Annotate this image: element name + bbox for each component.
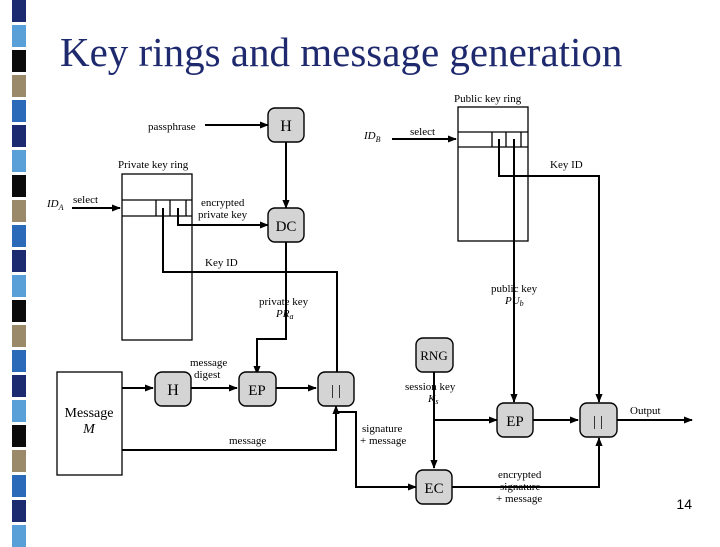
label-key-id-public: Key ID [550, 159, 583, 171]
page-number: 14 [676, 496, 692, 512]
bar-segment [12, 225, 26, 247]
bar-segment [12, 250, 26, 272]
label-session-key: session key [405, 381, 456, 393]
svg-text:| |: | | [331, 383, 341, 399]
key-id-line [162, 208, 338, 374]
bar-segment [12, 475, 26, 497]
label-select-a: select [73, 194, 98, 206]
encrypted-key-arrow [177, 208, 269, 229]
bar-segment [12, 450, 26, 472]
svg-text:| |: | | [593, 414, 603, 430]
node-passphrase-hash: H [267, 107, 305, 143]
label-message: message [229, 435, 266, 447]
node-encrypt-conventional: EC [415, 469, 453, 505]
label-encrypted-1: encrypted [201, 197, 245, 209]
bar-segment [12, 300, 26, 322]
svg-text:RNG: RNG [420, 348, 447, 363]
ec-to-concat2-arrow [452, 437, 603, 488]
svg-text:EP: EP [248, 383, 266, 399]
slide-title: Key rings and message generation [60, 29, 623, 75]
bar-segment [12, 500, 26, 522]
message-box-symbol: M [82, 422, 96, 437]
bar-segment [12, 100, 26, 122]
bar-segment [12, 125, 26, 147]
node-encrypt-public: EP [496, 402, 534, 438]
label-encrypted-sig-1: encrypted [498, 469, 542, 481]
label-pub: PUb [504, 295, 524, 308]
node-rng: RNG [415, 337, 454, 373]
bar-segment [12, 275, 26, 297]
label-select-b: select [410, 126, 435, 138]
bar-segment [12, 25, 26, 47]
label-signature-message-2: + message [360, 435, 406, 447]
label-id-b: IDB [363, 130, 381, 144]
bar-segment [12, 0, 26, 22]
svg-text:H: H [167, 382, 179, 399]
node-concat-2: | | [579, 402, 618, 438]
bar-segment [12, 425, 26, 447]
bar-segment [12, 50, 26, 72]
svg-text:EP: EP [506, 414, 524, 430]
concat-to-ec-arrow [335, 406, 417, 491]
label-public-key-ring: Public key ring [454, 93, 522, 105]
bar-segment [12, 200, 26, 222]
label-private-key-ring: Private key ring [118, 159, 189, 171]
bar-segment [12, 175, 26, 197]
bar-segment [12, 375, 26, 397]
label-pra: PRa [275, 308, 293, 321]
svg-text:H: H [280, 118, 292, 135]
key-id-public-arrow [498, 139, 603, 403]
label-encrypted-sig-3: + message [496, 493, 542, 505]
bar-segment [12, 325, 26, 347]
public-key-ring [457, 106, 529, 242]
connectors [72, 121, 693, 491]
private-key-ring [121, 173, 193, 341]
svg-text:DC: DC [276, 219, 297, 235]
node-concat-1: | | [317, 371, 355, 407]
label-signature-message-1: signature [362, 423, 402, 435]
message-box-label: Message [65, 406, 114, 421]
label-message-digest-1: message [190, 357, 227, 369]
private-key-arrow [253, 242, 287, 375]
bar-segment [12, 150, 26, 172]
label-public-key: public key [491, 283, 538, 295]
label-passphrase: passphrase [148, 121, 196, 133]
label-encrypted-sig-2: signature [500, 481, 540, 493]
svg-text:EC: EC [424, 481, 443, 497]
left-color-bar [12, 0, 26, 547]
node-hash: H [154, 371, 192, 407]
node-encrypt-private: EP [238, 371, 277, 407]
node-decrypt: DC [267, 207, 305, 243]
labels: passphrase Private key ring Public key r… [46, 93, 661, 505]
message-box: Message M [56, 371, 123, 476]
label-encrypted-2: private key [198, 209, 248, 221]
label-private-key: private key [259, 296, 309, 308]
bar-segment [12, 350, 26, 372]
message-to-concat-arrow [122, 405, 340, 451]
label-output: Output [630, 405, 661, 417]
label-ks: Ks [427, 393, 438, 406]
label-message-digest-2: digest [194, 369, 220, 381]
bar-segment [12, 400, 26, 422]
label-key-id-private: Key ID [205, 257, 238, 269]
label-id-a: IDA [46, 198, 64, 212]
bar-segment [12, 75, 26, 97]
